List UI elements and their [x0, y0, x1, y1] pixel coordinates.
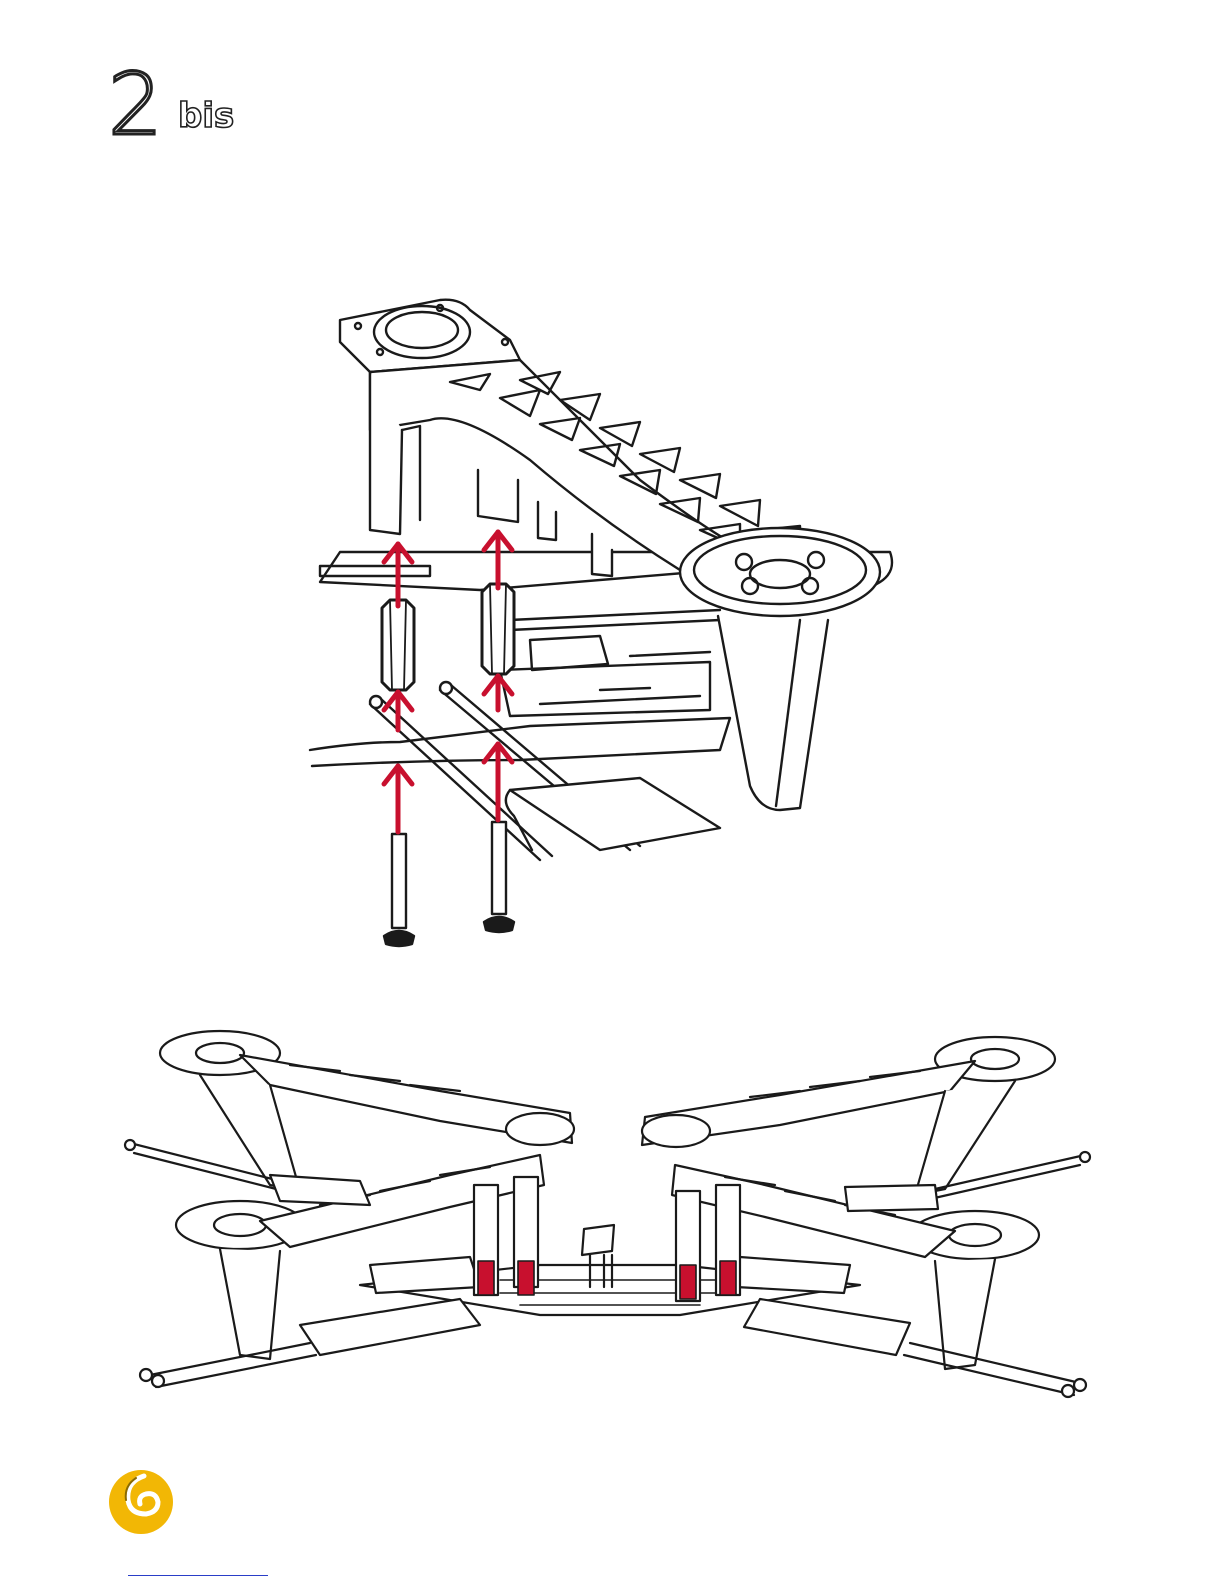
esc-board: [506, 778, 720, 850]
frame-assembly-illustration: [120, 1025, 1095, 1415]
mount-screws: [384, 822, 514, 946]
arm-assembly-illustration: [300, 290, 900, 960]
crescent-swirl-logo: [106, 1468, 176, 1536]
hex-standoffs: [382, 584, 514, 690]
center-plate: [360, 1225, 860, 1315]
frame-plate: [310, 552, 730, 766]
step-number: 2: [108, 62, 163, 148]
step-suffix: bis: [178, 96, 234, 136]
footer-link-underline: [128, 1575, 268, 1576]
